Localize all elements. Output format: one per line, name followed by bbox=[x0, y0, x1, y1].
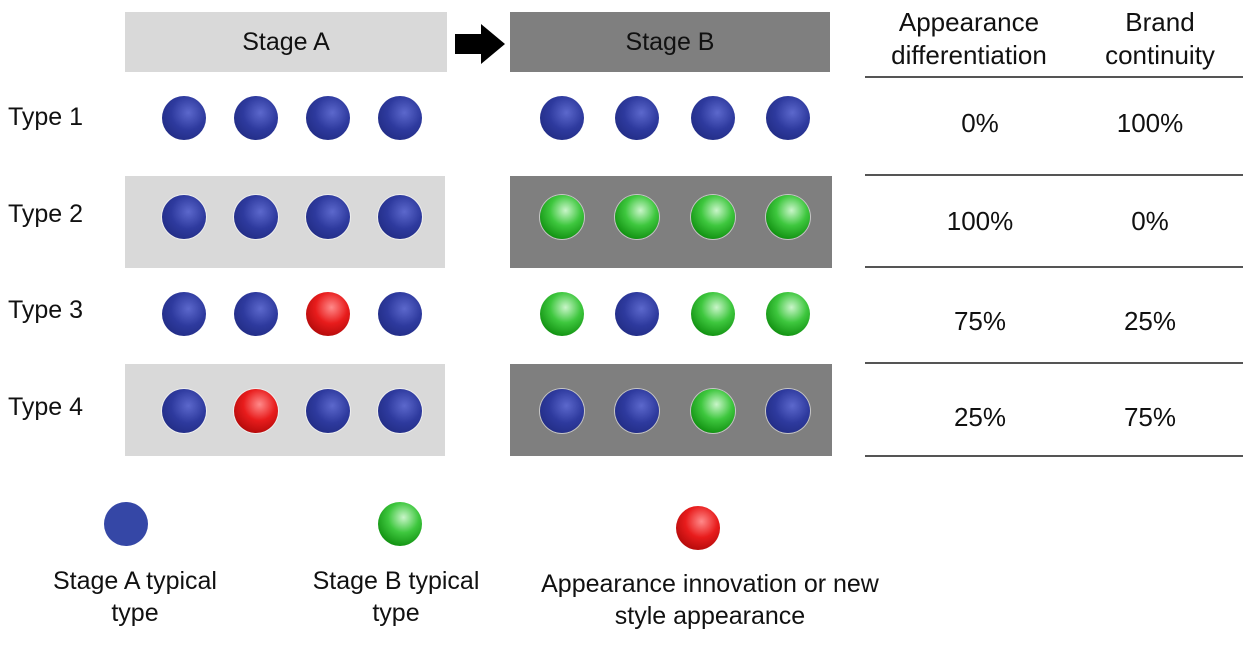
stage-a-balls bbox=[162, 96, 422, 140]
blue-ball-icon bbox=[615, 292, 660, 336]
stage-b-header: Stage B bbox=[510, 12, 830, 72]
continuity-value: 25% bbox=[1123, 306, 1177, 336]
blue-ball-icon bbox=[765, 389, 810, 433]
blue-ball-icon bbox=[378, 96, 422, 140]
continuity-value: 100% bbox=[1116, 108, 1184, 138]
table-rule bbox=[865, 266, 1243, 268]
column-header-continuity: Brand continuity bbox=[1105, 7, 1215, 70]
green-ball-icon bbox=[765, 195, 810, 239]
blue-ball-icon bbox=[615, 389, 660, 433]
legend-stage-b-ball-icon bbox=[378, 502, 422, 546]
stage-b-header-label: Stage B bbox=[625, 27, 715, 56]
blue-ball-icon bbox=[306, 96, 350, 140]
row-label-type-3: Type 3 bbox=[8, 296, 84, 324]
continuity-value: 0% bbox=[1131, 206, 1169, 236]
differentiation-value: 100% bbox=[946, 206, 1014, 236]
table-rule bbox=[865, 174, 1243, 176]
blue-ball-icon bbox=[540, 96, 584, 140]
differentiation-value: 75% bbox=[953, 306, 1007, 336]
blue-ball-icon bbox=[378, 389, 422, 433]
green-ball-icon bbox=[690, 292, 735, 336]
stage-b-balls bbox=[540, 195, 810, 239]
blue-ball-icon bbox=[690, 96, 735, 140]
row-label-type-1: Type 1 bbox=[8, 103, 84, 131]
blue-ball-icon bbox=[306, 195, 350, 239]
right-arrow-icon bbox=[455, 24, 505, 64]
stage-a-header: Stage A bbox=[125, 12, 447, 72]
blue-ball-icon bbox=[306, 389, 350, 433]
green-ball-icon bbox=[690, 389, 735, 433]
row-label-type-4: Type 4 bbox=[8, 393, 84, 421]
table-rule bbox=[865, 362, 1243, 364]
column-header-differentiation: Appearance differentiation bbox=[891, 7, 1047, 70]
legend-innovation-label: Appearance innovation or new style appea… bbox=[541, 570, 879, 630]
blue-ball-icon bbox=[540, 389, 584, 433]
stage-a-header-label: Stage A bbox=[242, 27, 330, 56]
stage-b-balls bbox=[540, 292, 810, 336]
row-label-type-2: Type 2 bbox=[8, 200, 84, 228]
blue-ball-icon bbox=[162, 292, 206, 336]
blue-ball-icon bbox=[162, 195, 206, 239]
legend-stage-b-label: Stage B typical type bbox=[312, 567, 480, 627]
blue-ball-icon bbox=[234, 195, 278, 239]
blue-ball-icon bbox=[234, 292, 278, 336]
table-rule bbox=[865, 76, 1243, 78]
blue-ball-icon bbox=[765, 96, 810, 140]
differentiation-value: 0% bbox=[961, 108, 999, 138]
continuity-value: 75% bbox=[1123, 402, 1177, 432]
table-rule bbox=[865, 455, 1243, 457]
legend-stage-a-dot-icon bbox=[104, 502, 148, 546]
blue-ball-icon bbox=[378, 292, 422, 336]
green-ball-icon bbox=[540, 292, 584, 336]
stage-a-balls bbox=[162, 389, 422, 433]
green-ball-icon bbox=[765, 292, 810, 336]
red-ball-icon bbox=[306, 292, 350, 336]
green-ball-icon bbox=[615, 195, 660, 239]
stage-a-balls bbox=[162, 195, 422, 239]
blue-ball-icon bbox=[162, 96, 206, 140]
red-ball-icon bbox=[234, 389, 278, 433]
blue-ball-icon bbox=[615, 96, 660, 140]
blue-ball-icon bbox=[234, 96, 278, 140]
differentiation-value: 25% bbox=[953, 402, 1007, 432]
legend-stage-a-label: Stage A typical type bbox=[52, 567, 217, 627]
stage-a-balls bbox=[162, 292, 422, 336]
green-ball-icon bbox=[540, 195, 584, 239]
legend-innovation-ball-icon bbox=[676, 506, 720, 550]
stage-b-balls bbox=[540, 96, 810, 140]
blue-ball-icon bbox=[378, 195, 422, 239]
blue-ball-icon bbox=[162, 389, 206, 433]
stage-b-balls bbox=[540, 389, 810, 433]
green-ball-icon bbox=[690, 195, 735, 239]
